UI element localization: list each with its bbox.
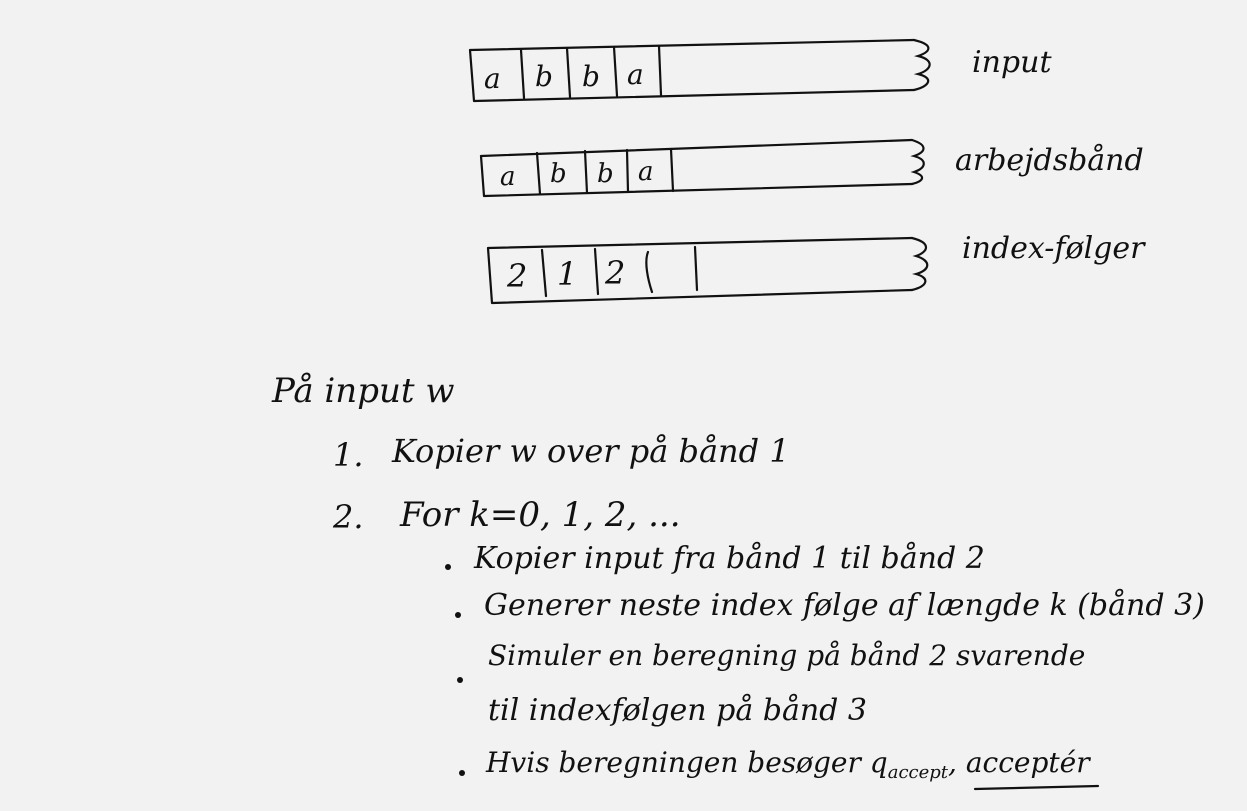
tape-index: 2 1 2 index-følger <box>486 231 1146 305</box>
bullet-4-main: Hvis beregningen besøger q <box>485 746 888 779</box>
tape-work: a b b a arbejdsbånd <box>479 138 1144 198</box>
tape-index-cell-2: 2 <box>604 254 625 292</box>
tape-work-cell-1: b <box>550 159 567 189</box>
bullet-1-text: Kopier input fra bånd 1 til bånd 2 <box>473 541 985 576</box>
tape-work-cell-0: a <box>500 162 516 192</box>
tape-index-outline <box>486 236 914 305</box>
tape-index-squiggle <box>910 236 929 292</box>
tape-input-cell-3: a <box>627 58 644 91</box>
algorithm: På input w 1. Kopier w over på bånd 1 2.… <box>271 371 1205 791</box>
tape-input: a b b a input <box>468 38 1052 103</box>
bullet-4-text: Hvis beregningen besøger qaccept, accept… <box>485 746 1091 783</box>
bullet-4-subscript: accept <box>888 762 949 783</box>
tape-index-cell-0: 2 <box>506 257 527 295</box>
step-2-number: 2. <box>332 498 364 536</box>
bullet-3-text-line-2: til indexfølgen på bånd 3 <box>488 693 867 728</box>
tape-index-cell-1: 1 <box>557 255 577 293</box>
tape-input-outline <box>468 38 916 103</box>
bullet-1-dot <box>445 564 451 570</box>
step-1-number: 1. <box>333 436 364 474</box>
algorithm-intro: På input w <box>271 371 454 411</box>
tape-work-outline <box>479 138 914 198</box>
tape-input-squiggle <box>912 38 931 92</box>
bullet-3-text-line-1: Simuler en beregning på bånd 2 svarende <box>488 639 1085 672</box>
bullet-2-dot <box>455 612 461 618</box>
tape-input-cell-1: b <box>535 60 553 93</box>
tape-work-dividers <box>535 147 675 196</box>
bullet-4-accept: , acceptér <box>948 746 1091 779</box>
tape-input-dividers <box>519 44 663 100</box>
bullet-4-dot <box>459 770 465 776</box>
tape-input-cell-0: a <box>484 62 501 95</box>
tape-work-cell-3: a <box>638 157 654 187</box>
bullet-3-dot <box>457 677 463 683</box>
tape-index-label: index-følger <box>962 231 1146 266</box>
accept-underline <box>973 784 1100 791</box>
bullet-2-text: Generer neste index følge af længde k (b… <box>484 588 1205 623</box>
step-2-text: For k=0, 1, 2, ... <box>399 495 681 535</box>
tape-work-label: arbejdsbånd <box>955 143 1144 178</box>
step-1-text: Kopier w over på bånd 1 <box>391 432 790 470</box>
tape-index-dividers <box>540 245 699 298</box>
tape-input-cell-2: b <box>582 60 600 93</box>
tape-work-squiggle <box>910 138 925 186</box>
tape-work-cell-2: b <box>597 159 614 189</box>
tape-input-label: input <box>972 45 1052 80</box>
